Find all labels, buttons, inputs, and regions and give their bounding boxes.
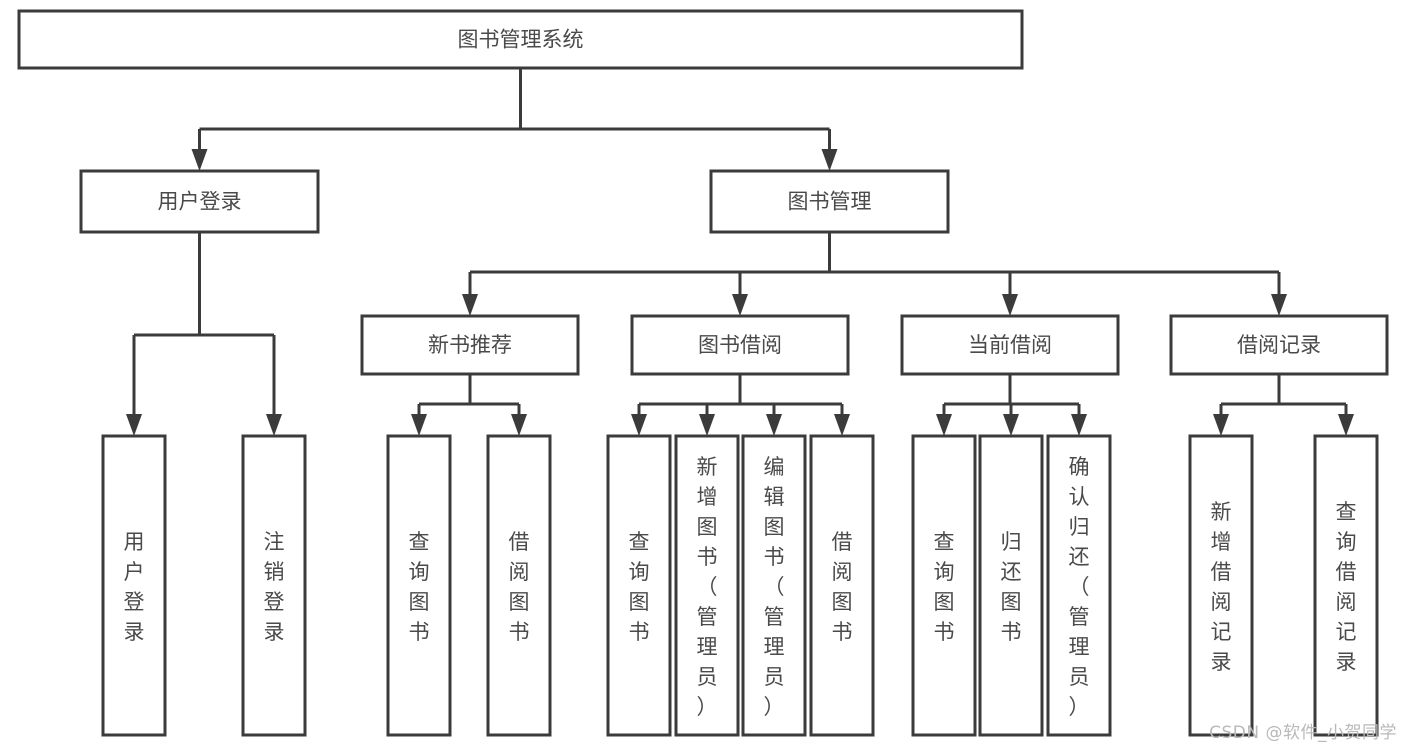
node-label: 借阅记录 (1237, 333, 1321, 357)
node-label: 借阅图书 (832, 530, 853, 644)
node-label: 用户登录 (124, 530, 145, 644)
node-label: 查询图书 (629, 530, 650, 644)
node-label: 用户登录 (158, 190, 242, 214)
node-label: 当前借阅 (968, 333, 1052, 357)
node-book-manage[interactable]: 图书管理 (709, 169, 950, 234)
node-leaf-query-book-rec[interactable]: 查询图书 (386, 434, 452, 737)
node-leaf-add-record[interactable]: 新增借阅记录 (1188, 434, 1254, 737)
node-leaf-edit-book[interactable]: 编辑图书（管理员） (741, 434, 807, 737)
node-label: 归还图书 (1001, 530, 1022, 644)
node-label: 借阅图书 (509, 530, 530, 644)
node-borrow-record[interactable]: 借阅记录 (1169, 314, 1389, 376)
node-leaf-borrow-book[interactable]: 借阅图书 (809, 434, 875, 737)
node-label: 注销登录 (264, 530, 285, 644)
node-current-borrow[interactable]: 当前借阅 (900, 314, 1120, 376)
node-leaf-user-login[interactable]: 用户登录 (101, 434, 167, 737)
node-leaf-logout[interactable]: 注销登录 (241, 434, 307, 737)
node-user-login[interactable]: 用户登录 (79, 169, 320, 234)
node-leaf-add-book[interactable]: 新增图书（管理员） (674, 434, 740, 737)
node-label: 编辑图书（管理员） (764, 455, 785, 719)
node-new-book-rec[interactable]: 新书推荐 (360, 314, 580, 376)
node-label: 查询图书 (934, 530, 955, 644)
node-label: 图书借阅 (698, 333, 782, 357)
node-label: 查询图书 (409, 530, 430, 644)
node-root[interactable]: 图书管理系统 (17, 9, 1024, 70)
node-leaf-query-book-borrow[interactable]: 查询图书 (606, 434, 672, 737)
node-leaf-borrow-book-rec[interactable]: 借阅图书 (486, 434, 552, 737)
node-layer: 图书管理系统用户登录图书管理新书推荐图书借阅当前借阅借阅记录用户登录注销登录查询… (17, 9, 1389, 737)
node-label: 新书推荐 (428, 333, 512, 357)
edge-layer (126, 68, 1354, 436)
node-label: 查询借阅记录 (1336, 500, 1357, 674)
node-label: 图书管理系统 (458, 28, 584, 52)
node-leaf-query-record[interactable]: 查询借阅记录 (1313, 434, 1379, 737)
node-book-borrow[interactable]: 图书借阅 (630, 314, 850, 376)
node-label: 新增借阅记录 (1211, 500, 1232, 674)
node-leaf-return-book[interactable]: 归还图书 (978, 434, 1044, 737)
node-leaf-confirm-return[interactable]: 确认归还（管理员） (1046, 434, 1112, 737)
node-label: 新增图书（管理员） (697, 455, 718, 719)
node-label: 确认归还（管理员） (1069, 455, 1090, 719)
node-leaf-query-book-cur[interactable]: 查询图书 (911, 434, 977, 737)
node-label: 图书管理 (788, 190, 872, 214)
